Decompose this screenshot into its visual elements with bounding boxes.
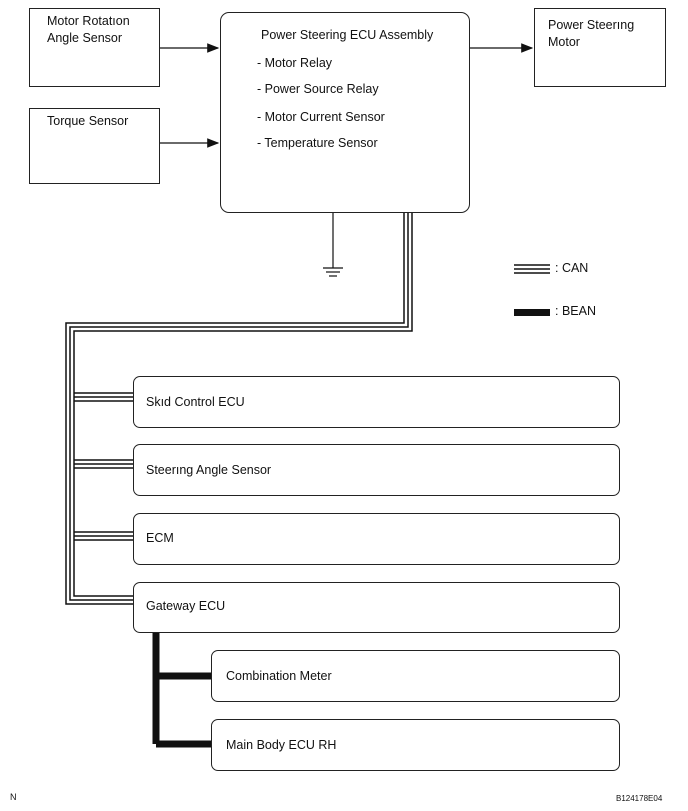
legend-can-label: : CAN [555,261,589,275]
motor-rotation-angle-sensor-box: Motor Rotatıon Angle Sensor [29,8,160,87]
legend-can-mark [514,264,550,274]
legend-bean-mark [514,309,550,316]
skid-control-ecu-box: Skıd Control ECU [133,376,620,428]
torque-sensor-box: Torque Sensor [29,108,160,184]
gateway-ecu-label: Gateway ECU [146,599,226,613]
main-body-ecu-box: Main Body ECU RH [211,719,620,771]
ecu-item-temperature-sensor: - Temperature Sensor [257,136,378,150]
can-bus [65,212,413,605]
gateway-ecu-box: Gateway ECU [133,582,620,633]
ecu-item-motor-relay: - Motor Relay [257,56,333,70]
motor-rotation-sensor-label-line2: Angle Sensor [47,31,123,45]
main-body-ecu-label: Main Body ECU RH [226,738,337,752]
skid-control-ecu-label: Skıd Control ECU [146,395,245,409]
ecu-item-motor-current-sensor: - Motor Current Sensor [257,110,385,124]
combination-meter-label: Combination Meter [226,669,332,683]
power-steering-motor-label-line2: Motor [548,35,580,49]
steering-angle-sensor-box: Steerıng Angle Sensor [133,444,620,496]
combination-meter-box: Combination Meter [211,650,620,702]
motor-rotation-sensor-label-line1: Motor Rotatıon [47,14,130,28]
power-steering-ecu-box: Power Steering ECU Assembly - Motor Rela… [220,12,470,213]
ecm-box: ECM [133,513,620,565]
ecu-item-power-source-relay: - Power Source Relay [257,82,379,96]
power-steering-motor-label-line1: Power Steerıng [548,18,635,32]
bean-bus [152,632,212,748]
legend-bean-label: : BEAN [555,304,596,318]
figure-code: B124178E04 [616,794,663,803]
torque-sensor-label: Torque Sensor [47,114,129,128]
ecu-title: Power Steering ECU Assembly [261,28,434,42]
steering-angle-sensor-label: Steerıng Angle Sensor [146,463,272,477]
ecm-label: ECM [146,531,174,545]
power-steering-motor-box: Power Steerıng Motor [534,8,666,87]
footer-left-label: N [10,792,17,802]
ground-symbol [323,212,343,277]
